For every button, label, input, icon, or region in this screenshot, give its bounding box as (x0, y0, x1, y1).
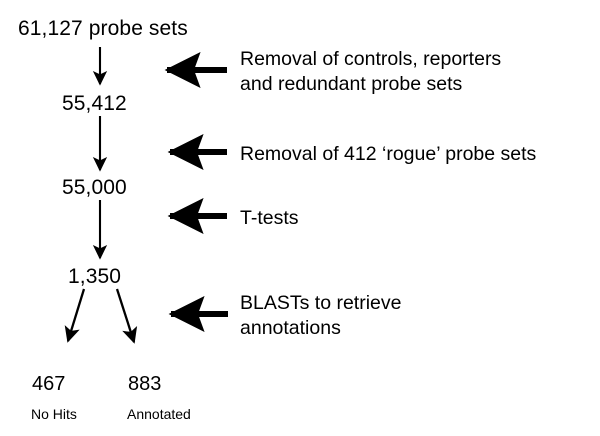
leaf-label-annotated: Annotated (127, 406, 191, 422)
node-55412: 55,412 (62, 92, 127, 115)
branch-arrow-left (64, 288, 86, 343)
step-label-removal-controls-line2: and redundant probe sets (240, 72, 463, 95)
node-initial-probe-sets: 61,127 probe sets (18, 17, 188, 40)
step-label-blasts: BLASTs to retrieve annotations (240, 291, 401, 341)
node-1350: 1,350 (68, 265, 122, 288)
leaf-label-no-hits: No Hits (31, 406, 77, 422)
step-label-t-tests-line1: T-tests (240, 207, 299, 229)
leaf-count-no-hits: 467 (32, 373, 66, 395)
leaf-count-annotated: 883 (128, 373, 162, 395)
step-label-blasts-line2: annotations (240, 316, 341, 339)
node-55000: 55,000 (62, 176, 127, 199)
step-label-removal-controls: Removal of controls, reporters and redun… (240, 47, 501, 97)
step-label-removal-rogue: Removal of 412 ‘rogue’ probe sets (240, 142, 536, 167)
step-label-blasts-line1: BLASTs to retrieve (240, 292, 402, 314)
step-label-t-tests: T-tests (240, 206, 299, 231)
step-label-removal-controls-line1: Removal of controls, reporters (240, 48, 502, 70)
branch-arrow-right (115, 288, 138, 344)
step-label-removal-rogue-line1: Removal of 412 ‘rogue’ probe sets (240, 143, 537, 165)
